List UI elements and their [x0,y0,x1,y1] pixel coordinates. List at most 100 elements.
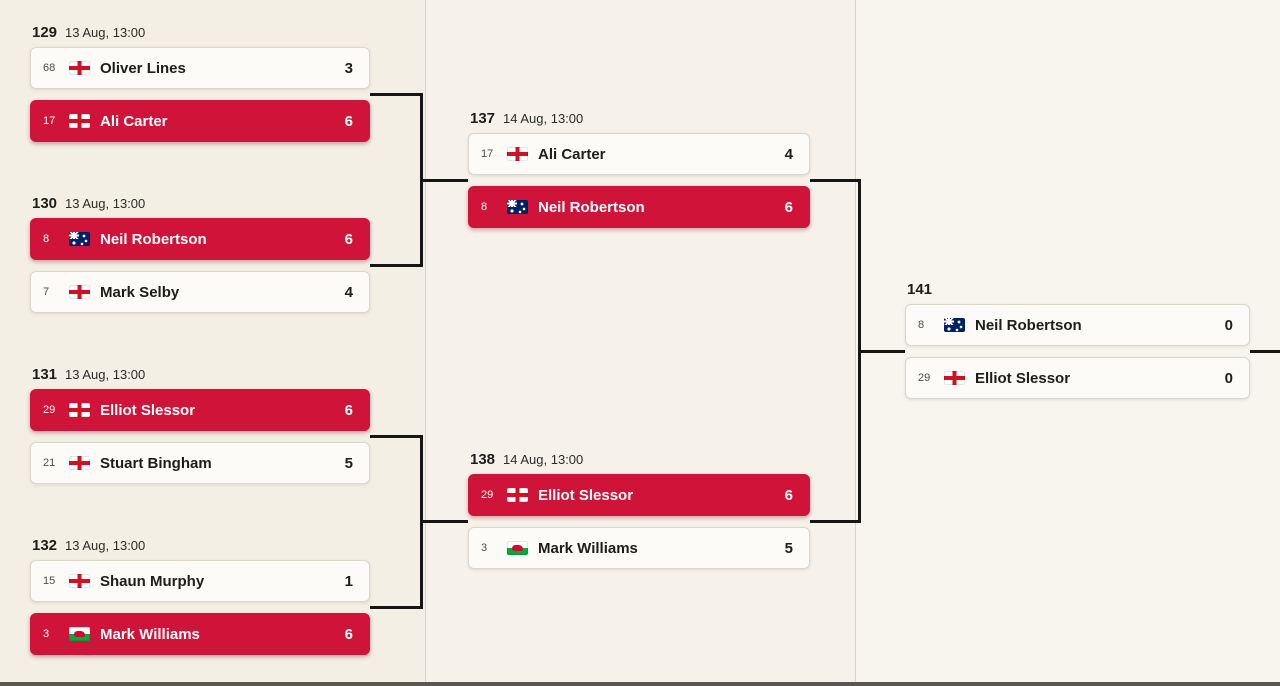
player-row-stuart-bingham[interactable]: 21 Stuart Bingham 5 [30,442,370,484]
match-datetime: 13 Aug, 13:00 [65,367,146,382]
player-score: 3 [344,59,353,77]
match-header: 141 [907,281,1248,298]
player-seed: 3 [43,628,50,640]
australia-flag-icon [69,232,90,246]
column-divider [425,0,426,686]
england-flag-icon [69,61,90,75]
player-row-neil-robertson[interactable]: 8 Neil Robertson 6 [468,186,810,228]
england-flag-icon [944,371,965,385]
player-name: Mark Williams [538,539,638,557]
player-row-elliot-slessor[interactable]: 29 Elliot Slessor 6 [30,389,370,431]
player-name: Elliot Slessor [538,486,634,504]
match-number: 138 [470,451,496,468]
match-datetime: 13 Aug, 13:00 [65,196,146,211]
match-number: 129 [32,24,58,41]
connector-line [370,435,420,438]
match-number: 132 [32,537,58,554]
player-name: Neil Robertson [538,198,645,216]
player-score: 5 [344,454,353,472]
player-name: Elliot Slessor [100,401,196,419]
player-seed: 8 [43,233,50,245]
player-name: Shaun Murphy [100,572,205,590]
round-2-column-background [425,0,855,686]
player-score: 4 [784,145,793,163]
player-seed: 21 [43,457,56,469]
player-seed: 8 [481,201,488,213]
match-number: 131 [32,366,58,383]
player-name: Ali Carter [100,112,168,130]
england-flag-icon [69,403,90,417]
match-datetime: 13 Aug, 13:00 [65,25,146,40]
player-name: Stuart Bingham [100,454,212,472]
bottom-border [0,682,1280,686]
player-row-neil-robertson[interactable]: 8 Neil Robertson 0 [905,304,1250,346]
wales-flag-icon [507,541,528,555]
player-row-elliot-slessor[interactable]: 29 Elliot Slessor 6 [468,474,810,516]
england-flag-icon [507,488,528,502]
column-divider [855,0,856,686]
match-number: 130 [32,195,58,212]
england-flag-icon [69,114,90,128]
player-name: Oliver Lines [100,59,186,77]
player-score: 6 [344,625,353,643]
player-seed: 29 [918,372,931,384]
player-name: Neil Robertson [975,316,1082,334]
connector-line [420,520,468,523]
match-138: 138 14 Aug, 13:00 29 Elliot Slessor 6 3 … [468,451,810,580]
match-132: 132 13 Aug, 13:00 15 Shaun Murphy 1 3 Ma… [30,537,370,666]
connector-line [1250,350,1280,353]
match-header: 130 13 Aug, 13:00 [32,195,368,212]
player-seed: 3 [481,542,488,554]
player-row-ali-carter[interactable]: 17 Ali Carter 6 [30,100,370,142]
player-row-neil-robertson[interactable]: 8 Neil Robertson 6 [30,218,370,260]
player-row-mark-selby[interactable]: 7 Mark Selby 4 [30,271,370,313]
england-flag-icon [69,456,90,470]
player-seed: 68 [43,62,56,74]
player-row-ali-carter[interactable]: 17 Ali Carter 4 [468,133,810,175]
match-141: 141 8 Neil Robertson 0 29 Elliot Slessor… [905,281,1250,410]
player-name: Elliot Slessor [975,369,1071,387]
match-number: 137 [470,110,496,127]
australia-flag-icon [944,318,965,332]
match-130: 130 13 Aug, 13:00 8 Neil Robertson 6 7 M… [30,195,370,324]
player-seed: 15 [43,575,56,587]
connector-line [420,179,468,182]
match-number: 141 [907,281,933,298]
player-seed: 17 [43,115,56,127]
australia-flag-icon [507,200,528,214]
player-score: 6 [784,198,793,216]
match-header: 132 13 Aug, 13:00 [32,537,368,554]
player-score: 0 [1224,369,1233,387]
player-seed: 29 [43,404,56,416]
match-129: 129 13 Aug, 13:00 68 Oliver Lines 3 17 A… [30,24,370,153]
player-score: 4 [344,283,353,301]
player-row-elliot-slessor[interactable]: 29 Elliot Slessor 0 [905,357,1250,399]
england-flag-icon [69,285,90,299]
player-row-mark-williams[interactable]: 3 Mark Williams 5 [468,527,810,569]
player-seed: 8 [918,319,925,331]
player-score: 6 [784,486,793,504]
match-datetime: 14 Aug, 13:00 [503,111,584,126]
player-row-shaun-murphy[interactable]: 15 Shaun Murphy 1 [30,560,370,602]
connector-line [858,350,905,353]
player-score: 5 [784,539,793,557]
player-score: 0 [1224,316,1233,334]
england-flag-icon [507,147,528,161]
player-name: Mark Williams [100,625,200,643]
player-name: Mark Selby [100,283,180,301]
player-score: 6 [344,401,353,419]
match-header: 138 14 Aug, 13:00 [470,451,808,468]
connector-line [370,264,420,267]
player-score: 6 [344,112,353,130]
connector-line [370,93,420,96]
player-name: Neil Robertson [100,230,207,248]
player-name: Ali Carter [538,145,606,163]
player-row-oliver-lines[interactable]: 68 Oliver Lines 3 [30,47,370,89]
player-row-mark-williams[interactable]: 3 Mark Williams 6 [30,613,370,655]
player-seed: 17 [481,148,494,160]
match-datetime: 14 Aug, 13:00 [503,452,584,467]
england-flag-icon [69,574,90,588]
player-seed: 7 [43,286,50,298]
match-header: 131 13 Aug, 13:00 [32,366,368,383]
